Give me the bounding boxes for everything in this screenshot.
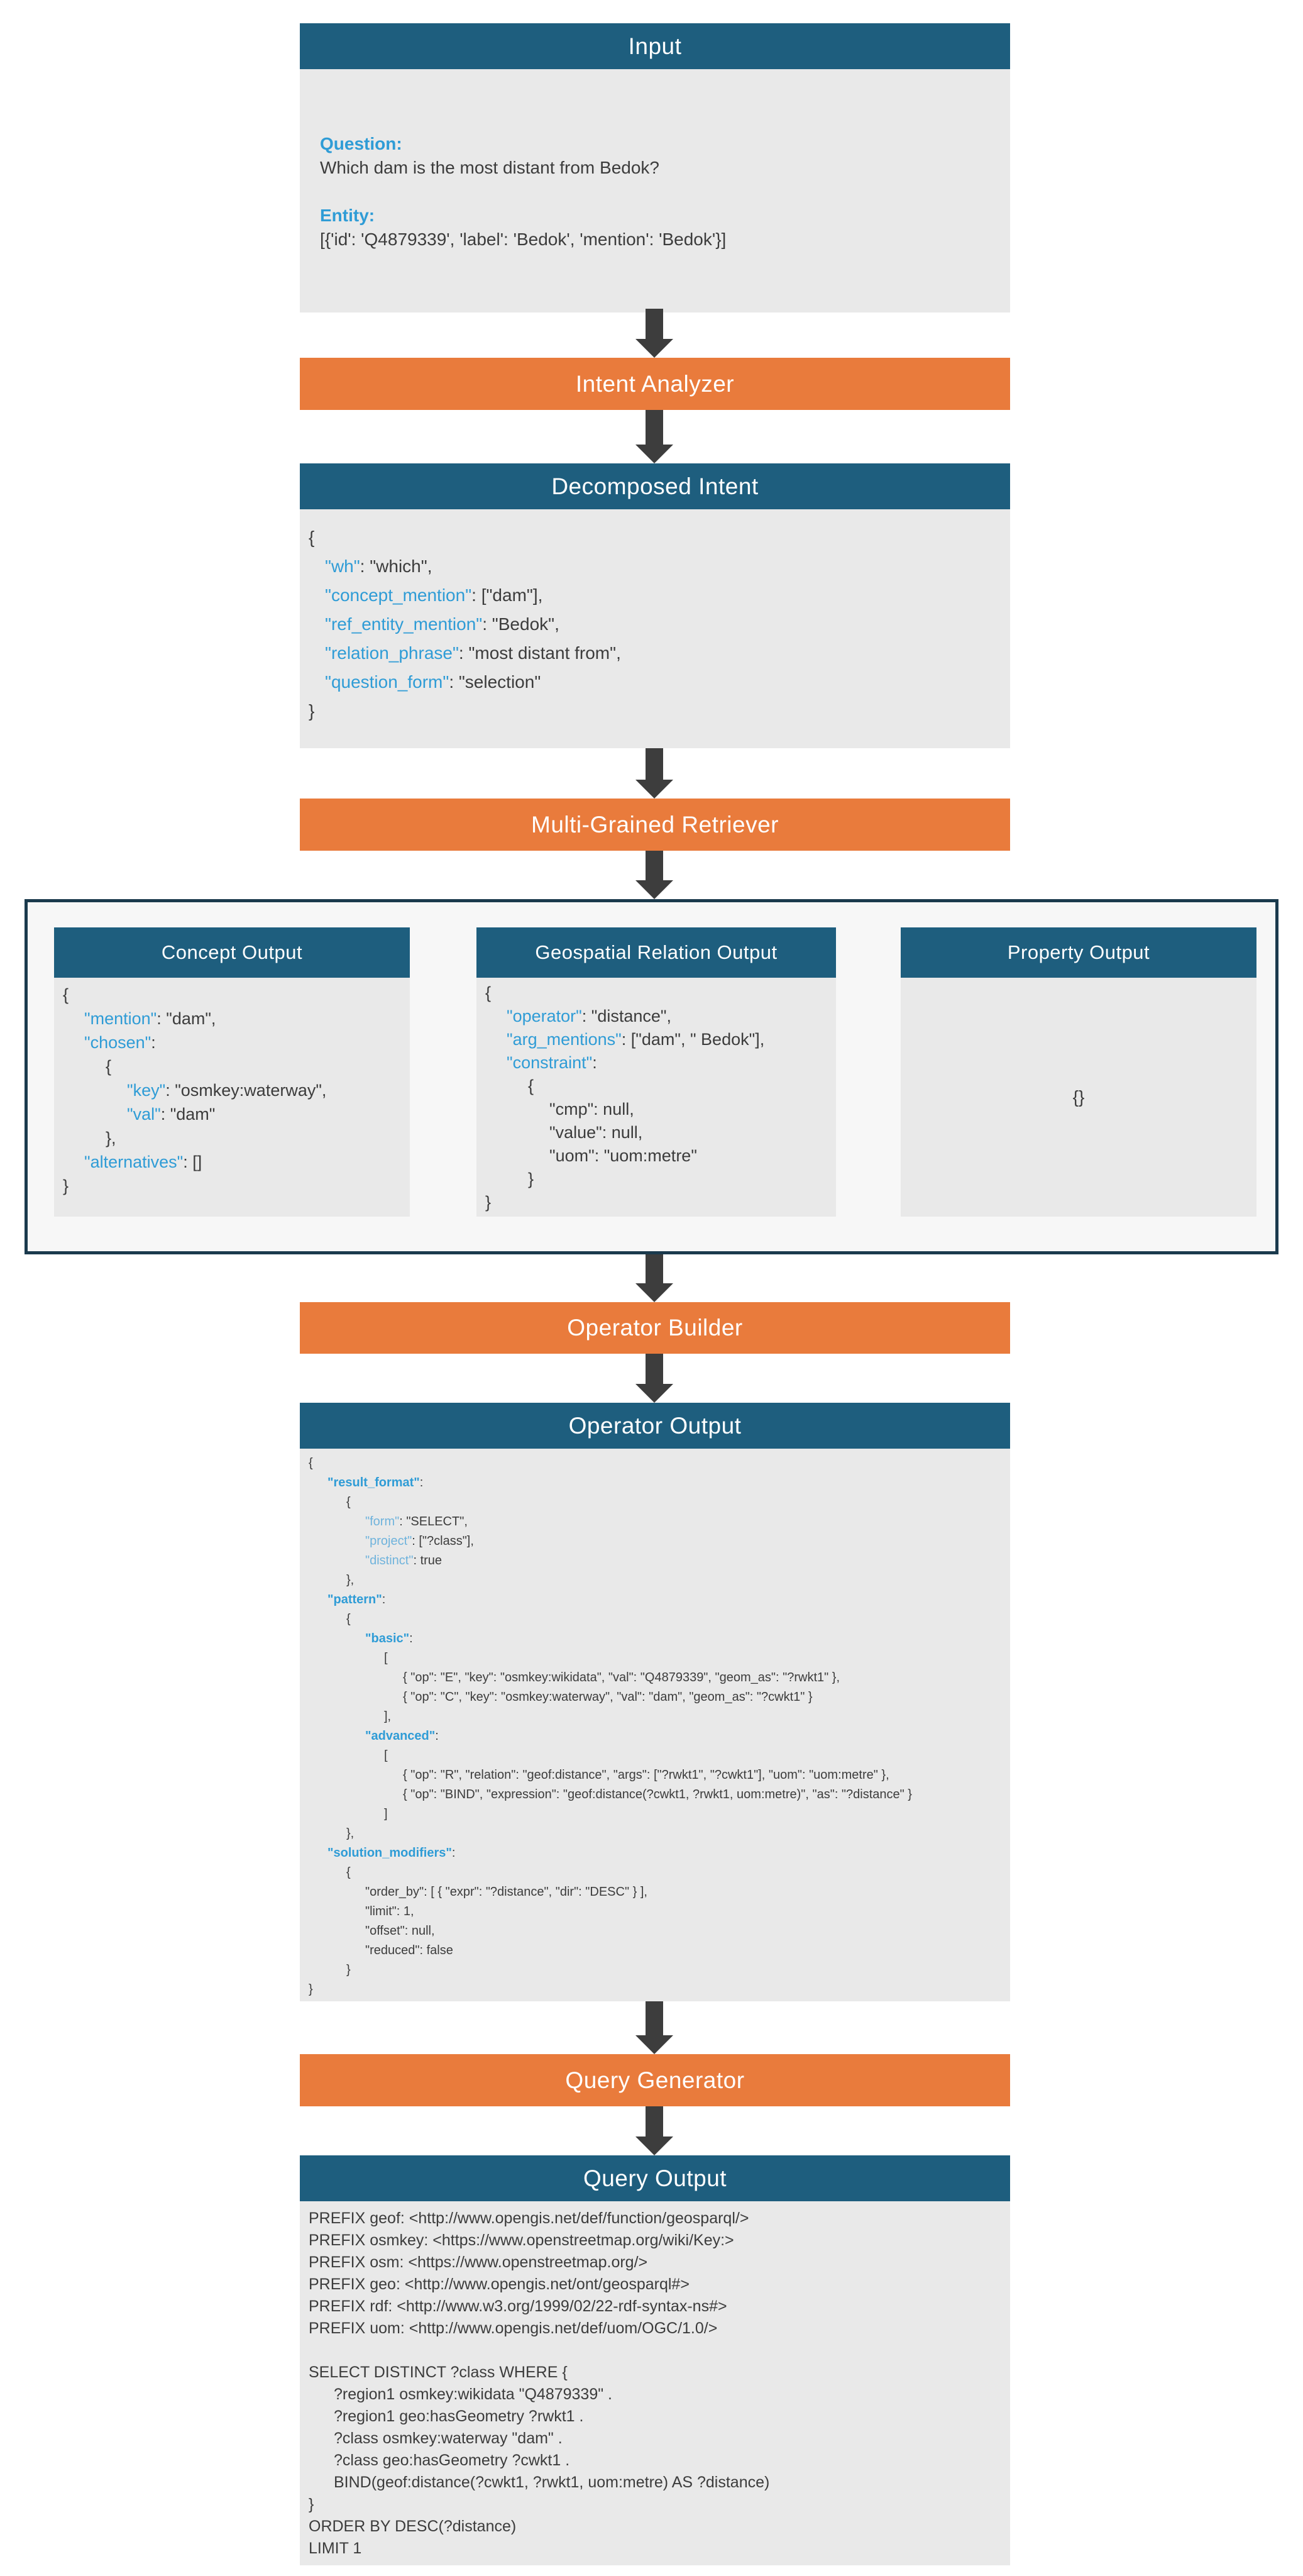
concept-output-box: Concept Output {"mention": "dam","chosen… xyxy=(54,927,410,1217)
arrow-head xyxy=(635,780,673,799)
input-box-body: Question: Which dam is the most distant … xyxy=(300,69,1010,312)
arrow-shaft xyxy=(646,1254,663,1283)
question-label: Question: xyxy=(320,134,402,153)
decomposed-intent-box: Decomposed Intent {"wh": "which","concep… xyxy=(300,463,1010,748)
input-box: Input Question: Which dam is the most di… xyxy=(300,23,1010,312)
operator-output-code: {"result_format":{"form": "SELECT","proj… xyxy=(300,1449,1010,2001)
stage-multi-grained-retriever: Multi-Grained Retriever xyxy=(300,799,1010,851)
arrow-shaft xyxy=(646,2001,663,2035)
input-box-header: Input xyxy=(300,23,1010,69)
property-output-body: {} xyxy=(901,978,1256,1217)
arrow-shaft xyxy=(646,2106,663,2137)
query-output-box: Query Output PREFIX geof: <http://www.op… xyxy=(300,2155,1010,2565)
concept-output-code: {"mention": "dam","chosen":{"key": "osmk… xyxy=(54,978,410,1217)
decomposed-intent-code: {"wh": "which","concept_mention": ["dam"… xyxy=(300,509,1010,748)
property-output-header: Property Output xyxy=(901,927,1256,978)
arrow-shaft xyxy=(646,748,663,780)
down-arrow xyxy=(635,2106,673,2155)
spacer xyxy=(320,180,1010,204)
arrow-shaft xyxy=(646,410,663,445)
arrow-head xyxy=(635,1384,673,1403)
arrow-head xyxy=(635,1283,673,1302)
down-arrow xyxy=(635,851,673,899)
down-arrow xyxy=(635,748,673,799)
arrow-head xyxy=(635,339,673,358)
down-arrow xyxy=(635,1354,673,1403)
query-output-code: PREFIX geof: <http://www.opengis.net/def… xyxy=(300,2201,1010,2565)
stage-intent-analyzer: Intent Analyzer xyxy=(300,358,1010,410)
query-output-header: Query Output xyxy=(300,2155,1010,2201)
arrow-head xyxy=(635,2035,673,2054)
geospatial-relation-output-header: Geospatial Relation Output xyxy=(476,927,836,978)
entity-text: [{'id': 'Q4879339', 'label': 'Bedok', 'm… xyxy=(320,229,727,249)
arrow-shaft xyxy=(646,1354,663,1384)
decomposed-intent-header: Decomposed Intent xyxy=(300,463,1010,509)
question-text: Which dam is the most distant from Bedok… xyxy=(320,158,659,177)
retriever-outputs-container: Concept Output {"mention": "dam","chosen… xyxy=(25,899,1278,1254)
stage-operator-builder: Operator Builder xyxy=(300,1302,1010,1354)
operator-output-header: Operator Output xyxy=(300,1403,1010,1449)
arrow-head xyxy=(635,445,673,463)
arrow-shaft xyxy=(646,851,663,880)
down-arrow xyxy=(635,309,673,358)
stage-query-generator: Query Generator xyxy=(300,2054,1010,2106)
property-output-box: Property Output {} xyxy=(901,927,1256,1217)
down-arrow xyxy=(635,2001,673,2054)
arrow-shaft xyxy=(646,309,663,339)
concept-output-header: Concept Output xyxy=(54,927,410,978)
entity-label: Entity: xyxy=(320,206,375,225)
geospatial-relation-output-code: {"operator": "distance","arg_mentions": … xyxy=(476,978,836,1217)
geospatial-relation-output-box: Geospatial Relation Output {"operator": … xyxy=(476,927,836,1217)
arrow-head xyxy=(635,880,673,899)
property-output-value: {} xyxy=(1072,1087,1085,1107)
down-arrow xyxy=(635,1254,673,1302)
operator-output-box: Operator Output {"result_format":{"form"… xyxy=(300,1403,1010,2001)
arrow-head xyxy=(635,2137,673,2155)
down-arrow xyxy=(635,410,673,463)
